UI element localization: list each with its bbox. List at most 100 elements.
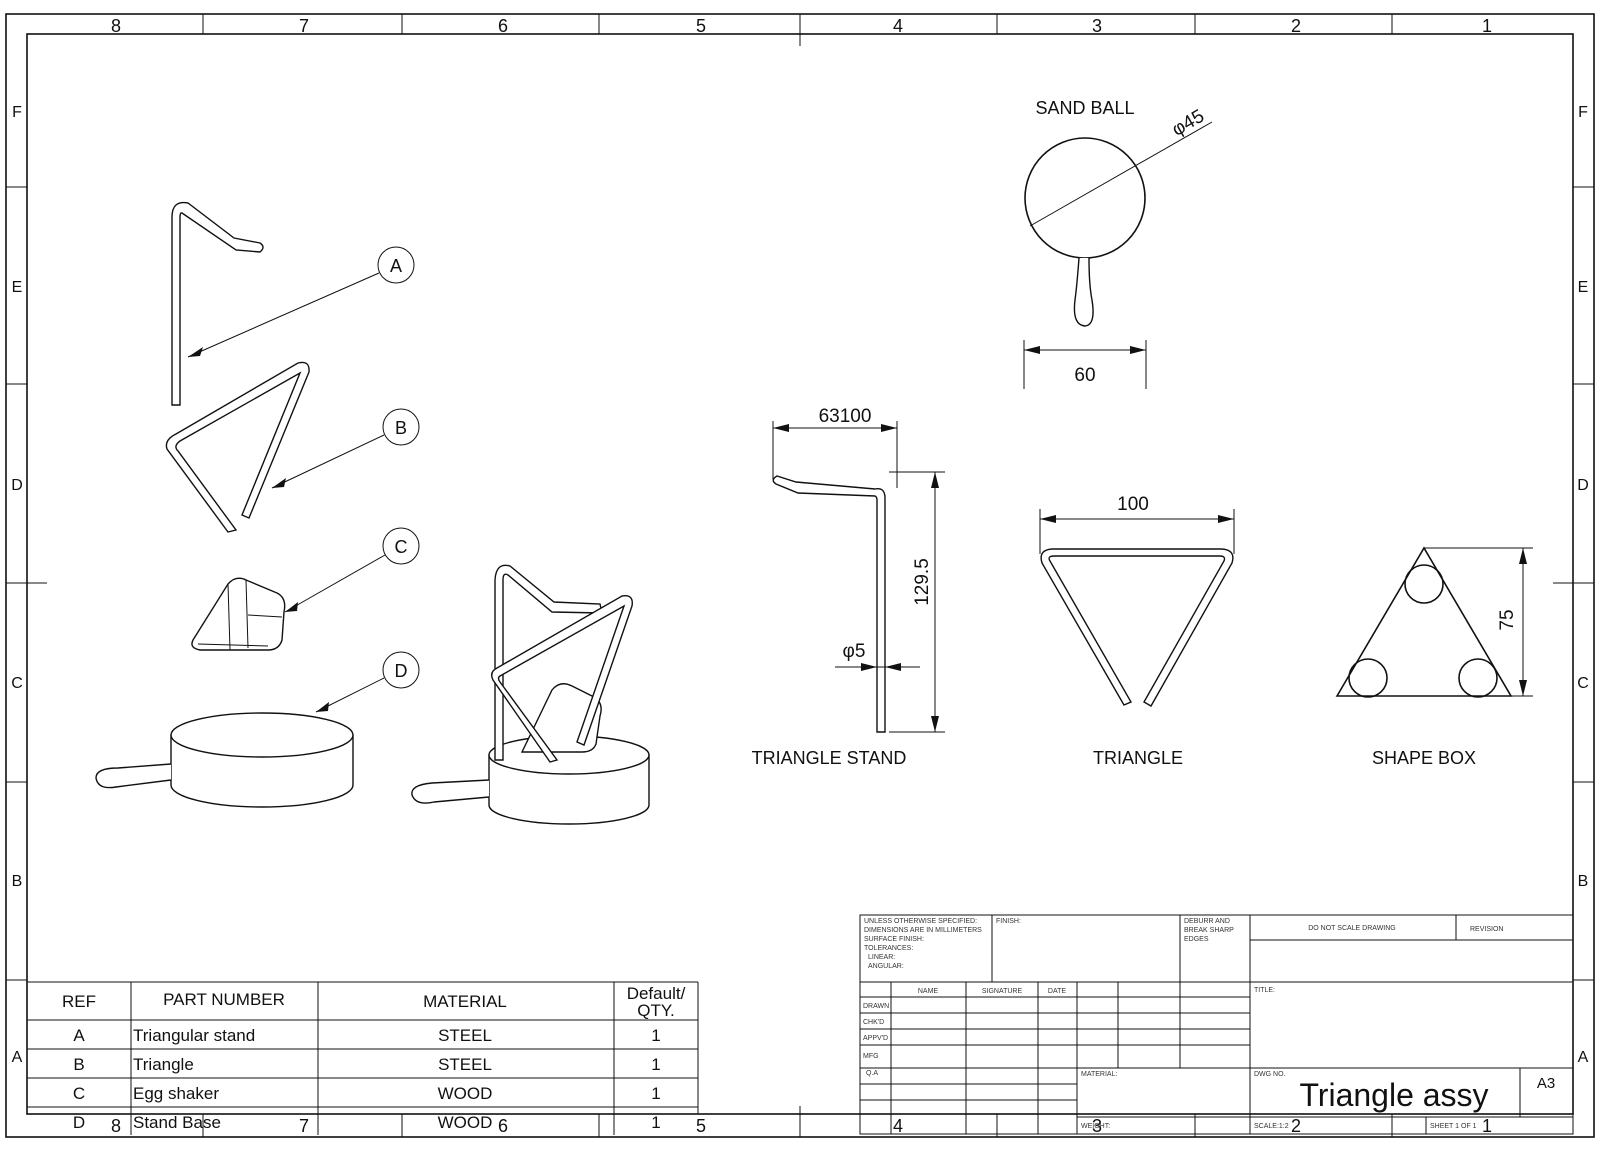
triangle-stand-view: 63100 129.5 φ5 TRIANGLE STAND	[752, 406, 945, 768]
col-label: 4	[893, 16, 903, 36]
tb-title-label: TITLE:	[1254, 987, 1275, 994]
balloon-b: B	[271, 408, 420, 489]
row-label: F	[12, 104, 22, 121]
tb-role: DRAWN	[863, 1003, 889, 1010]
bom-material: WOOD	[438, 1084, 493, 1103]
balloon-d: D	[315, 651, 420, 713]
balloon-c: C	[284, 527, 420, 613]
tb-deburr: DEBURR AND	[1184, 918, 1230, 925]
tb-weight-label: WEIGHT:	[1081, 1123, 1110, 1130]
tb-signature: SIGNATURE	[982, 988, 1023, 995]
shape-box-view: 75 SHAPE BOX	[1335, 546, 1533, 768]
tb-finish: FINISH:	[996, 918, 1021, 925]
tb-deburr: EDGES	[1184, 936, 1209, 943]
bom-header-default: Default/	[627, 984, 686, 1003]
assembly-illustration	[411, 564, 650, 825]
row-label: F	[1578, 104, 1588, 121]
bom-ref: B	[73, 1055, 84, 1074]
tb-role: APPV'D	[863, 1035, 888, 1042]
tb-role: CHK'D	[863, 1019, 884, 1026]
bom-header-ref: REF	[62, 992, 96, 1011]
bom-ref: D	[73, 1113, 85, 1132]
tb-note: UNLESS OTHERWISE SPECIFIED:	[864, 918, 977, 925]
row-label: C	[11, 675, 23, 692]
bill-of-materials: REF PART NUMBER MATERIAL Default/ QTY. A…	[27, 981, 699, 1135]
bom-qty: 1	[651, 1113, 660, 1132]
stand-label: TRIANGLE STAND	[752, 748, 907, 768]
tb-role: MFG	[863, 1053, 879, 1060]
col-label: 5	[696, 1116, 706, 1136]
col-label: 1	[1482, 1116, 1492, 1136]
col-label: 8	[111, 16, 121, 36]
row-label: B	[12, 873, 23, 890]
row-label: A	[1578, 1049, 1589, 1066]
col-label: 4	[893, 1116, 903, 1136]
col-label: 2	[1291, 1116, 1301, 1136]
triangle-label: TRIANGLE	[1093, 748, 1183, 768]
sheet-frame: 8 7 6 5 4 3 2 1 8 7 6 5 4 3 2 1 F E D C …	[5, 13, 1595, 1138]
bom-header-qty: QTY.	[637, 1001, 674, 1020]
tb-note: DIMENSIONS ARE IN MILLIMETERS	[864, 927, 982, 934]
tb-do-not-scale: DO NOT SCALE DRAWING	[1308, 925, 1396, 932]
tb-scale: SCALE:1:2	[1254, 1123, 1289, 1130]
svg-text:B: B	[395, 418, 407, 438]
bom-header-part: PART NUMBER	[163, 990, 285, 1009]
tb-role: Q.A	[866, 1070, 878, 1077]
row-label: C	[1577, 675, 1589, 692]
sheet-size: A3	[1537, 1075, 1555, 1092]
sand-ball-view: SAND BALL φ45 60	[1023, 98, 1213, 389]
sand-ball-label: SAND BALL	[1035, 98, 1134, 118]
col-label: 2	[1291, 16, 1301, 36]
part-b-triangle-illustration	[165, 361, 310, 533]
part-a-stand-illustration	[171, 201, 264, 406]
tb-sheet: SHEET 1 OF 1	[1430, 1123, 1477, 1130]
col-label: 5	[696, 16, 706, 36]
col-label: 6	[498, 16, 508, 36]
row-label: B	[1578, 873, 1589, 890]
sand-ball-width: 60	[1074, 365, 1095, 386]
tb-dwg-label: DWG NO.	[1254, 1071, 1286, 1078]
balloon-a: A	[187, 246, 415, 358]
bom-part: Stand Base	[133, 1113, 221, 1132]
row-label: A	[12, 1049, 23, 1066]
triangle-view: 100 TRIANGLE	[1039, 494, 1235, 768]
tb-deburr: BREAK SHARP	[1184, 927, 1234, 934]
svg-text:A: A	[390, 256, 402, 276]
stand-rod-dim: φ5	[843, 641, 866, 662]
tb-date: DATE	[1048, 988, 1066, 995]
col-label: 7	[299, 16, 309, 36]
stand-height-dim: 129.5	[912, 558, 933, 606]
svg-text:C: C	[395, 537, 408, 557]
tb-note: SURFACE FINISH:	[864, 936, 924, 943]
part-d-base-illustration	[95, 712, 354, 808]
bom-part: Triangular stand	[133, 1026, 255, 1045]
part-c-shaker-illustration	[191, 577, 286, 651]
row-label: D	[1577, 477, 1589, 494]
title-block: UNLESS OTHERWISE SPECIFIED: DIMENSIONS A…	[859, 914, 1574, 1135]
bom-qty: 1	[651, 1084, 660, 1103]
bom-material: STEEL	[438, 1055, 492, 1074]
col-label: 7	[299, 1116, 309, 1136]
shape-box-label: SHAPE BOX	[1372, 748, 1476, 768]
col-label: 1	[1482, 16, 1492, 36]
col-label: 3	[1092, 1116, 1102, 1136]
bom-ref: A	[73, 1026, 85, 1045]
drawing-title: Triangle assy	[1299, 1077, 1488, 1113]
col-label: 3	[1092, 16, 1102, 36]
tb-material-label: MATERIAL:	[1081, 1071, 1117, 1078]
bom-ref: C	[73, 1084, 85, 1103]
bom-material: WOOD	[438, 1113, 493, 1132]
row-label: E	[1578, 279, 1589, 296]
tb-name: NAME	[918, 988, 939, 995]
bom-qty: 1	[651, 1055, 660, 1074]
shape-box-height-dim: 75	[1497, 609, 1518, 630]
bom-material: STEEL	[438, 1026, 492, 1045]
row-label: E	[12, 279, 23, 296]
triangle-width-dim: 100	[1117, 494, 1149, 515]
tb-note: LINEAR:	[868, 954, 895, 961]
tb-note: TOLERANCES:	[864, 945, 913, 952]
bom-header-material: MATERIAL	[423, 992, 507, 1011]
bom-part: Egg shaker	[133, 1084, 219, 1103]
stand-top-dim: 63100	[819, 406, 872, 427]
